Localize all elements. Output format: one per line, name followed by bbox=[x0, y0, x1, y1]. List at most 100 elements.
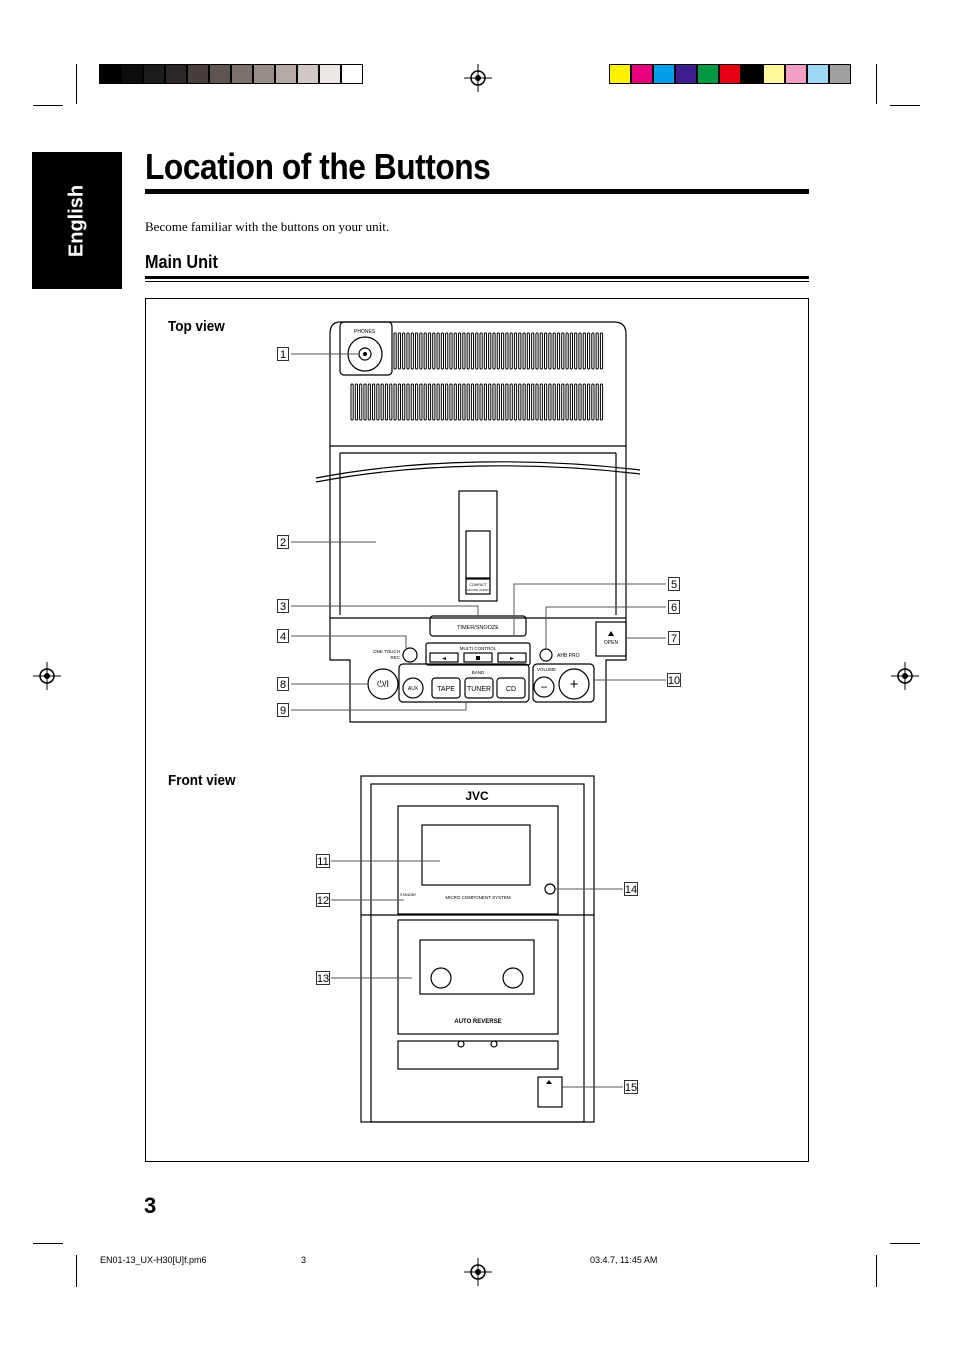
tuner-button[interactable] bbox=[464, 677, 494, 699]
grille-slot bbox=[531, 332, 535, 370]
grille-slot bbox=[552, 383, 556, 421]
grille-slot bbox=[432, 332, 436, 370]
grille-slot bbox=[556, 332, 561, 370]
cd-lid-slot bbox=[465, 530, 491, 580]
crop-mark bbox=[890, 105, 920, 106]
grille-slot bbox=[410, 383, 414, 421]
crop-mark bbox=[76, 1255, 77, 1287]
grille-slot bbox=[595, 332, 599, 370]
crop-mark bbox=[76, 64, 77, 104]
grille-slot bbox=[578, 332, 582, 370]
rewind-button[interactable] bbox=[429, 652, 459, 663]
grille-slot bbox=[380, 383, 384, 421]
grille-slot bbox=[582, 383, 586, 421]
grille-slot bbox=[599, 383, 604, 421]
grille-slot bbox=[595, 383, 599, 421]
grille-slot bbox=[526, 332, 530, 370]
tape-button[interactable] bbox=[431, 677, 461, 699]
phones-jack-center bbox=[363, 352, 367, 356]
callout-box bbox=[277, 629, 289, 643]
color-swatch bbox=[319, 64, 341, 84]
phones-panel bbox=[339, 321, 393, 376]
grille-slot bbox=[436, 383, 440, 421]
cd-label: CD bbox=[506, 686, 516, 693]
one-touch-rec-button[interactable] bbox=[402, 647, 418, 663]
grille-slot bbox=[354, 383, 358, 421]
callout-box bbox=[316, 893, 330, 907]
top-view-label: Top view bbox=[168, 318, 225, 335]
grille-slot bbox=[574, 332, 578, 370]
grille-slot bbox=[466, 383, 470, 421]
grille-slot bbox=[393, 332, 397, 370]
color-swatch bbox=[785, 64, 807, 84]
footer-file: EN01-13_UX-H30[U]f.pm6 bbox=[100, 1255, 207, 1265]
standby-label: STANDBY bbox=[400, 893, 417, 897]
grille-slot bbox=[445, 332, 449, 370]
grille-slot bbox=[367, 383, 371, 421]
grille-slot bbox=[561, 332, 565, 370]
volume-down-button[interactable] bbox=[533, 676, 555, 698]
grille-slot bbox=[350, 383, 354, 421]
crop-mark bbox=[890, 1243, 920, 1244]
grille-slot bbox=[569, 332, 573, 370]
crop-mark bbox=[33, 105, 63, 106]
cd-section bbox=[397, 805, 559, 915]
callout-box bbox=[668, 631, 680, 645]
registration-mark-icon bbox=[33, 662, 61, 690]
callout-box bbox=[277, 703, 289, 717]
callout-box bbox=[277, 599, 289, 613]
color-swatch bbox=[653, 64, 675, 84]
stop-button[interactable] bbox=[463, 652, 493, 663]
grille-slot bbox=[531, 383, 535, 421]
grille-slot bbox=[496, 383, 500, 421]
grille-slot bbox=[376, 383, 380, 421]
grille-slot bbox=[535, 383, 539, 421]
grille-slot bbox=[483, 332, 487, 370]
callout-number: 12 bbox=[317, 895, 329, 907]
grille-slot bbox=[440, 332, 444, 370]
open-button[interactable] bbox=[595, 621, 627, 657]
ahb-pro-button[interactable] bbox=[539, 648, 553, 662]
color-swatch bbox=[99, 64, 121, 84]
grille-slot bbox=[419, 383, 423, 421]
aux-button[interactable] bbox=[402, 677, 424, 699]
color-swatch bbox=[675, 64, 697, 84]
color-swatch bbox=[187, 64, 209, 84]
forward-button[interactable] bbox=[497, 652, 527, 663]
callout-number: 8 bbox=[280, 679, 286, 691]
tape-label: TAPE bbox=[437, 686, 455, 693]
grille-slot bbox=[488, 383, 492, 421]
grille-slot bbox=[402, 383, 406, 421]
cd-button[interactable] bbox=[496, 677, 526, 699]
color-swatch bbox=[341, 64, 363, 84]
grille-slot bbox=[591, 332, 595, 370]
section-rule-thin bbox=[145, 281, 809, 282]
callout-box bbox=[624, 1080, 638, 1094]
color-swatch bbox=[829, 64, 851, 84]
color-swatch bbox=[121, 64, 143, 84]
footer-date: 03.4.7, 11:45 AM bbox=[590, 1255, 658, 1265]
grille-slot bbox=[518, 383, 522, 421]
eject-icon bbox=[608, 631, 614, 636]
callout-number: 10 bbox=[668, 675, 680, 687]
grille-slot bbox=[496, 332, 500, 370]
grille-slot bbox=[513, 383, 518, 421]
callout-number: 6 bbox=[671, 602, 677, 614]
grille-slot bbox=[458, 383, 462, 421]
volume-up-button[interactable] bbox=[558, 668, 590, 700]
grille-slot bbox=[522, 332, 526, 370]
callout-number: 2 bbox=[280, 537, 286, 549]
grille-slot bbox=[397, 383, 401, 421]
grille-slot bbox=[561, 383, 565, 421]
minus-label: − bbox=[540, 680, 547, 694]
color-swatch bbox=[209, 64, 231, 84]
grille-slot bbox=[569, 383, 573, 421]
grille-slot bbox=[372, 383, 376, 421]
grille-slot bbox=[526, 383, 530, 421]
volume-panel bbox=[532, 663, 595, 703]
eject-button[interactable] bbox=[537, 1076, 563, 1108]
language-tab: English bbox=[32, 152, 122, 289]
cassette-holder[interactable] bbox=[419, 939, 535, 995]
grille-slot bbox=[539, 383, 543, 421]
plus-label: + bbox=[570, 676, 579, 693]
